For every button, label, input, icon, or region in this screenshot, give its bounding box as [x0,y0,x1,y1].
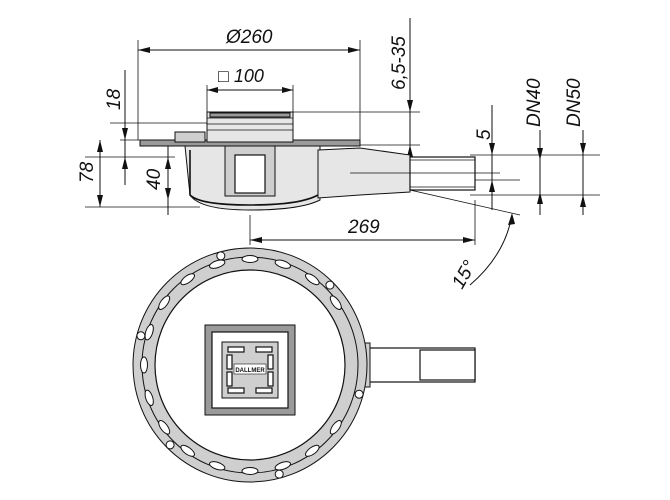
label-angle: 15° [448,257,481,293]
grate-slot [267,354,274,370]
arrow-icon [407,100,413,112]
arrow-icon [282,87,293,93]
arrow-icon [537,192,543,204]
brand-logo [233,363,267,375]
arrow-icon [165,188,171,200]
ring-slot [180,273,195,286]
arrow-icon [463,237,475,243]
top-view: DALLMER [132,247,476,483]
side-view: Ø260 □ 100 6,5-35 18 78 40 5 [77,18,600,293]
grate-slot [255,346,273,353]
label-5: 5 [474,129,495,140]
trap-cavity [234,154,266,194]
ring-slot [144,324,154,341]
arrow-icon [250,237,262,243]
screw-hole [216,251,226,261]
arrow-icon [537,148,543,160]
grate-slot [255,387,273,394]
screw-hole [165,440,175,450]
arrow-icon [138,47,150,53]
arrow-icon [207,87,218,93]
screw-hole [354,389,364,399]
arrow-icon [122,157,128,169]
bowl-outline [189,150,319,206]
arrow-icon [165,157,171,169]
label-78: 78 [77,161,98,183]
grate-slot [267,371,274,387]
label-18: 18 [104,88,125,110]
ring-slot [329,420,342,435]
arrow-icon [580,143,586,155]
arrow-icon [489,143,495,155]
arrow-icon [97,195,103,207]
flange-left-lip [174,131,206,143]
label-269: 269 [347,217,380,238]
grate-top [209,112,291,118]
ring-slot [158,295,171,310]
screw-hole [136,331,146,341]
ring-slot [241,255,259,263]
ring-slot [305,444,320,457]
ring-slot [274,461,291,471]
arrow-icon [407,145,413,157]
ring-slot [241,467,259,475]
screw-hole [325,280,335,290]
ring-slot [305,273,320,286]
arrow-icon [489,180,495,192]
ring-slot [329,295,342,310]
label-40: 40 [144,168,165,190]
arrow-icon [580,195,586,207]
ring-slot [209,259,226,269]
grate-slot [227,346,245,353]
label-height-range: 6,5-35 [389,36,410,90]
screw-hole [274,469,284,479]
ring-slot [144,389,154,406]
ring-slot [140,356,148,374]
label-dn40: DN40 [524,78,545,127]
arrow-icon [122,128,128,140]
ring-slot [158,420,171,435]
grate-slot [227,387,245,394]
ring-slot [274,259,291,269]
arrow-icon [508,213,515,225]
arrow-icon [97,140,103,152]
label-square: □ 100 [218,66,264,86]
grate-slots [226,346,274,394]
label-diameter: Ø260 [225,27,273,48]
ring-slots [136,251,364,479]
ring-slot [180,444,195,457]
label-dn50: DN50 [564,78,585,127]
grate-slot [226,371,233,387]
arrow-icon [348,47,360,53]
grate-slot [226,354,233,370]
outlet-pipe [409,156,476,191]
brand-logo-text: DALLMER [235,368,265,374]
outlet-pipe-end [419,349,476,381]
ring-slot [209,461,226,471]
drain-side-section [139,111,500,211]
